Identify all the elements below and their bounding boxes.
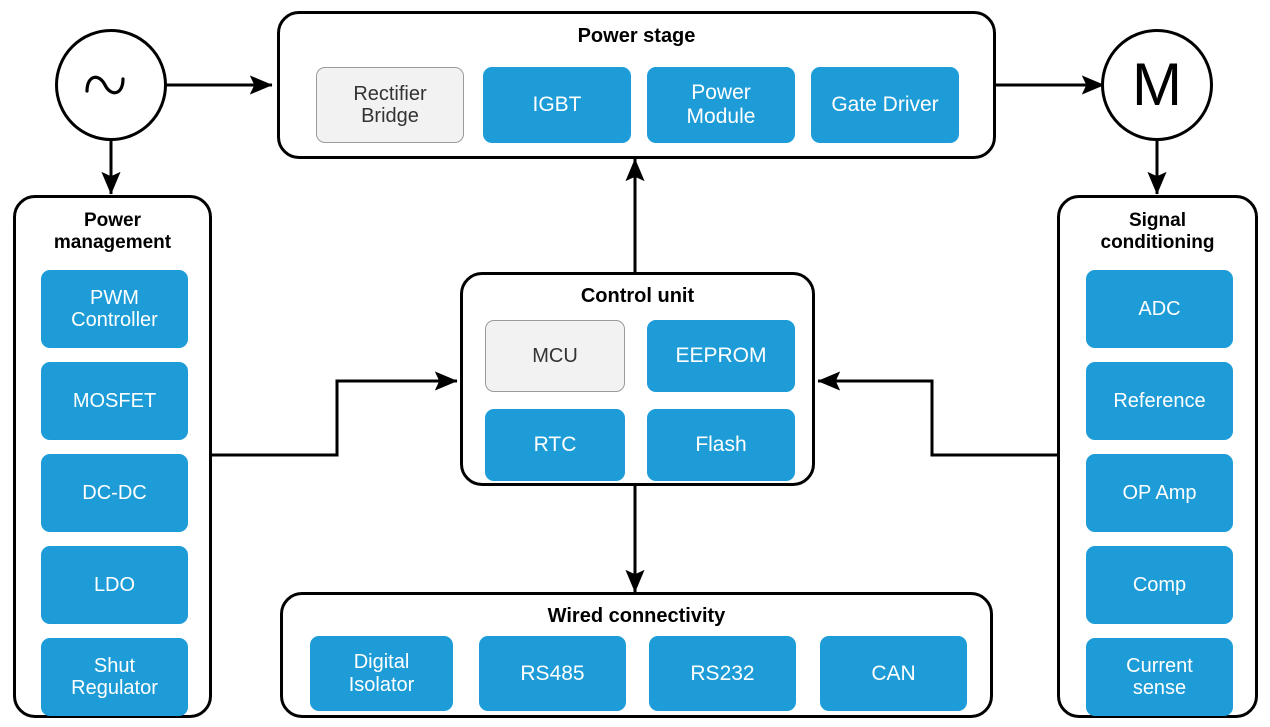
- block-label-line1: Shut: [93, 654, 136, 677]
- motor-label: M: [1132, 51, 1182, 118]
- block-label-line2: Isolator: [348, 673, 415, 696]
- signal-conditioning-group[interactable]: Signal conditioning ADC Reference OP Amp…: [1057, 195, 1258, 718]
- power-stage-group[interactable]: Power stage Rectifier Bridge IGBT Power …: [277, 11, 996, 159]
- connector-signal-conditioning-to-control-unit: [817, 371, 1057, 457]
- block-mosfet[interactable]: MOSFET: [41, 362, 188, 440]
- block-flash[interactable]: Flash: [647, 409, 795, 481]
- block-label-line1: DC-DC: [82, 481, 147, 504]
- connector-power-management-to-control-unit: [212, 371, 458, 457]
- block-rectifier-bridge[interactable]: Rectifier Bridge: [316, 67, 464, 143]
- block-op-amp[interactable]: OP Amp: [1086, 454, 1233, 532]
- block-label-line1: Reference: [1113, 389, 1206, 412]
- block-digital-isolator[interactable]: Digital Isolator: [310, 636, 453, 711]
- control-unit-title: Control unit: [580, 285, 695, 307]
- signal-conditioning-title-line1: Signal: [1128, 210, 1186, 231]
- block-label-line1: Power: [691, 81, 751, 105]
- block-adc[interactable]: ADC: [1086, 270, 1233, 348]
- block-label-line2: sense: [1132, 677, 1187, 699]
- block-label-line1: LDO: [93, 573, 136, 596]
- block-label-line1: RS485: [520, 661, 585, 685]
- block-igbt[interactable]: IGBT: [483, 67, 631, 143]
- block-label-line1: Comp: [1132, 573, 1187, 596]
- block-rtc[interactable]: RTC: [485, 409, 625, 481]
- block-label-line1: PWM: [90, 286, 139, 309]
- block-label-line2: Regulator: [71, 677, 158, 699]
- block-label-line2: Controller: [71, 309, 158, 331]
- power-management-group[interactable]: Power management PWM Controller MOSFET D…: [13, 195, 212, 718]
- block-pwm-controller[interactable]: PWM Controller: [41, 270, 188, 348]
- block-label-line2: Bridge: [361, 105, 419, 127]
- block-reference[interactable]: Reference: [1086, 362, 1233, 440]
- sine-wave-icon: [85, 75, 125, 95]
- block-eeprom[interactable]: EEPROM: [647, 320, 795, 392]
- block-label-line1: RTC: [533, 433, 577, 457]
- power-management-title-line2: management: [53, 232, 172, 253]
- wired-connectivity-title: Wired connectivity: [547, 605, 726, 627]
- block-label-line2: Module: [686, 105, 756, 128]
- block-shut-regulator[interactable]: Shut Regulator: [41, 638, 188, 716]
- block-label-line1: EEPROM: [675, 344, 767, 368]
- block-label-line1: Flash: [695, 433, 747, 457]
- block-can[interactable]: CAN: [820, 636, 967, 711]
- power-stage-title: Power stage: [577, 25, 696, 47]
- block-label-line1: Gate Driver: [831, 93, 939, 117]
- motor[interactable]: M: [1101, 29, 1213, 141]
- ac-source[interactable]: [55, 29, 167, 141]
- block-label-line1: IGBT: [532, 93, 582, 117]
- power-management-title-line1: Power: [83, 210, 142, 231]
- signal-conditioning-title-line2: conditioning: [1100, 232, 1215, 253]
- block-mcu[interactable]: MCU: [485, 320, 625, 392]
- block-power-module[interactable]: Power Module: [647, 67, 795, 143]
- control-unit-group[interactable]: Control unit MCU EEPROM RTC Flash: [460, 272, 815, 486]
- block-rs485[interactable]: RS485: [479, 636, 626, 711]
- block-label-line1: Rectifier: [353, 82, 427, 105]
- block-label-line1: OP Amp: [1122, 481, 1197, 504]
- block-dc-dc[interactable]: DC-DC: [41, 454, 188, 532]
- block-label-line1: MCU: [532, 344, 578, 367]
- block-label-line1: CAN: [871, 661, 916, 685]
- wired-connectivity-group[interactable]: Wired connectivity Digital Isolator RS48…: [280, 592, 993, 718]
- block-label-line1: Current: [1126, 654, 1193, 677]
- block-label-line1: Digital: [353, 651, 410, 674]
- block-label-line1: RS232: [690, 661, 755, 685]
- block-label-line1: MOSFET: [72, 389, 157, 412]
- block-current-sense[interactable]: Current sense: [1086, 638, 1233, 716]
- block-comp[interactable]: Comp: [1086, 546, 1233, 624]
- block-ldo[interactable]: LDO: [41, 546, 188, 624]
- block-label-line1: ADC: [1138, 297, 1181, 320]
- block-rs232[interactable]: RS232: [649, 636, 796, 711]
- block-gate-driver[interactable]: Gate Driver: [811, 67, 959, 143]
